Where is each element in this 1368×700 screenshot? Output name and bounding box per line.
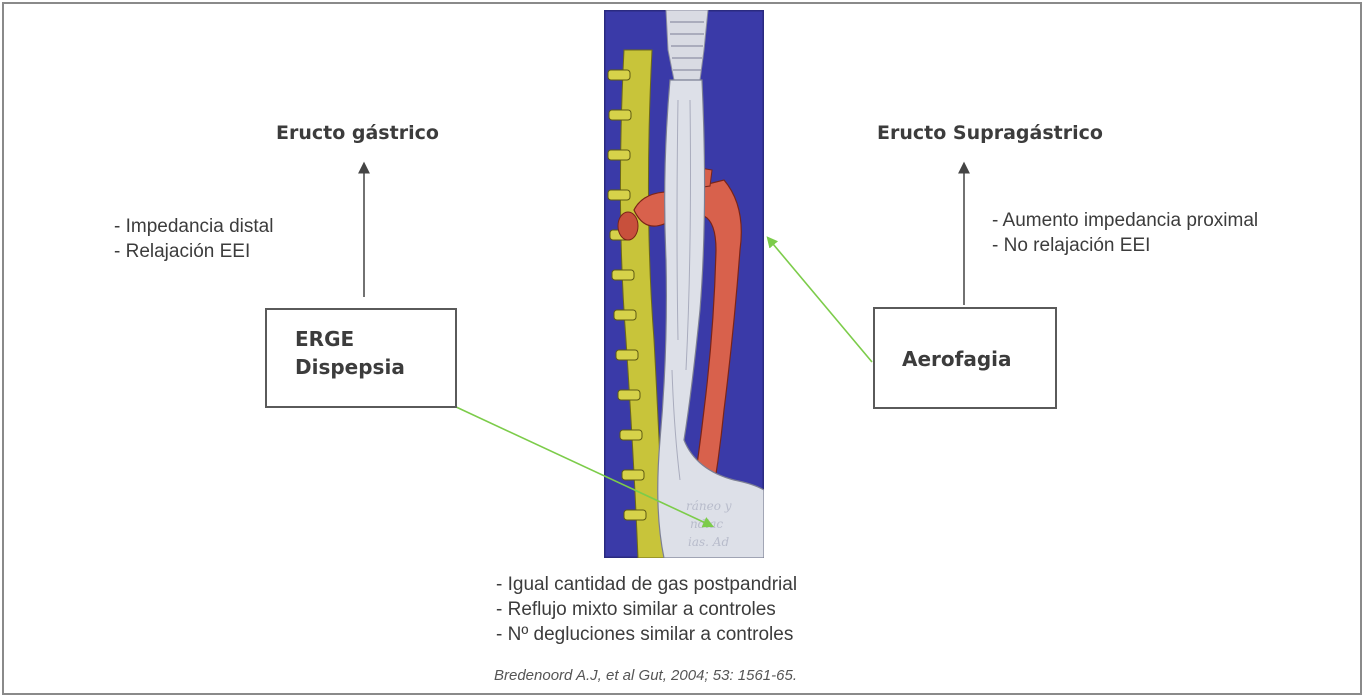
erge-dispepsia-label: ERGE Dispepsia xyxy=(295,325,405,381)
bottom-note: - Igual cantidad de gas postpandrial xyxy=(496,572,797,597)
arrow-erge-to-stomach xyxy=(454,406,712,526)
supragastric-belch-notes: - Aumento impedancia proximal - No relaj… xyxy=(992,208,1258,258)
citation: Bredenoord A.J, et al Gut, 2004; 53: 156… xyxy=(494,667,797,684)
supragastric-belch-heading: Eructo Supragástrico xyxy=(877,122,1103,144)
bottom-note: - Nº degluciones similar a controles xyxy=(496,622,797,647)
arrow-aerofagia-to-esophagus xyxy=(768,238,872,362)
gastric-note: - Impedancia distal xyxy=(114,214,273,239)
gastric-belch-heading: Eructo gástrico xyxy=(276,122,439,144)
box-line-erge: ERGE xyxy=(295,325,405,353)
box-line-dispepsia: Dispepsia xyxy=(295,353,405,381)
gastric-note: - Relajación EEI xyxy=(114,239,273,264)
aerofagia-label: Aerofagia xyxy=(902,345,1012,373)
bottom-notes: - Igual cantidad de gas postpandrial - R… xyxy=(496,572,797,647)
gastric-belch-notes: - Impedancia distal - Relajación EEI xyxy=(114,214,273,264)
supragastric-note: - Aumento impedancia proximal xyxy=(992,208,1258,233)
bottom-note: - Reflujo mixto similar a controles xyxy=(496,597,797,622)
supragastric-note: - No relajación EEI xyxy=(992,233,1258,258)
